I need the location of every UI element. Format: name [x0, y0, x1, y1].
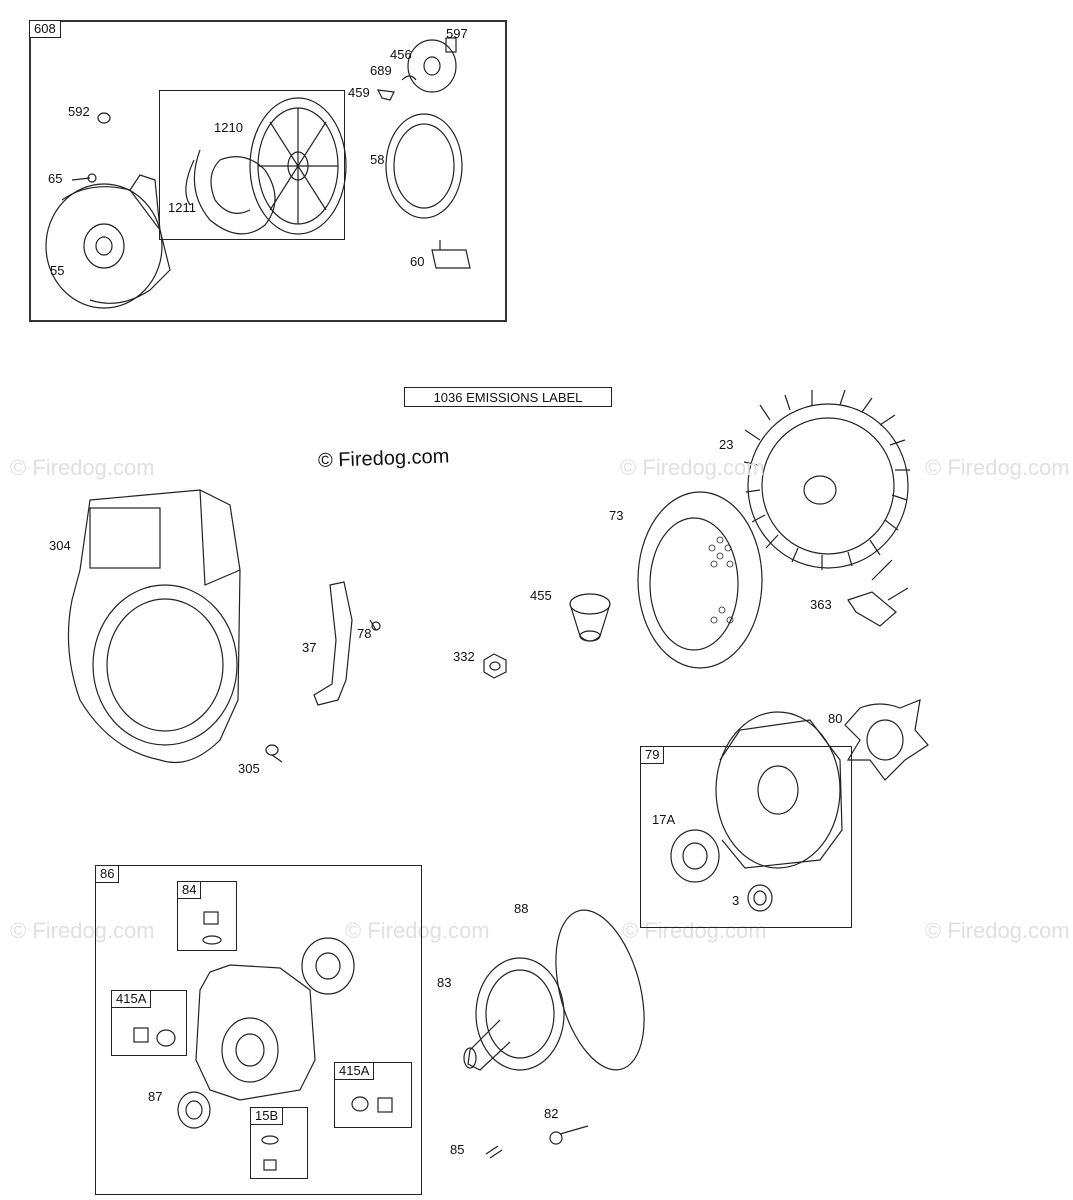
box-tag-608: 608	[29, 20, 61, 38]
callout-592: 592	[68, 104, 90, 119]
spring-part-1211	[185, 149, 276, 235]
baffle-part-37	[313, 581, 353, 706]
box-tag-415a-right: 415A	[334, 1062, 375, 1080]
dipstick-part-15b	[261, 1135, 279, 1171]
callout-456: 456	[390, 47, 412, 62]
screw-part-82	[549, 1125, 589, 1145]
handle-part-60	[431, 240, 471, 269]
watermark-bottom-center: © Firedog.com	[345, 918, 490, 943]
callout-459: 459	[348, 85, 370, 100]
screw-part-78	[369, 619, 381, 631]
callout-3: 3	[732, 893, 740, 908]
emissions-label: 1036 EMISSIONS LABEL	[404, 387, 612, 407]
bearing-part-17a	[670, 829, 720, 883]
callout-55: 55	[50, 263, 65, 278]
sump-part-86	[195, 964, 316, 1101]
key-part-85	[485, 1145, 503, 1159]
ring-part-58	[385, 113, 463, 219]
box-tag-79: 79	[640, 746, 665, 764]
screw-part-65	[71, 173, 97, 183]
callout-689: 689	[370, 63, 392, 78]
plug-part-415a-left	[133, 1027, 176, 1047]
watermark-left: © Firedog.com	[10, 455, 155, 480]
callout-304: 304	[49, 538, 71, 553]
watermark-bottom-left: © Firedog.com	[10, 918, 155, 943]
crankshaft-part-83	[463, 957, 565, 1071]
oring-part-88	[555, 909, 645, 1071]
box-tag-415a-left: 415A	[111, 990, 152, 1008]
callout-80: 80	[828, 711, 843, 726]
box-tag-86: 86	[95, 865, 120, 883]
starter-cup-part-455	[569, 593, 611, 642]
blower-housing-part-55	[45, 174, 171, 309]
armature-part-363	[847, 559, 909, 627]
callout-60: 60	[410, 254, 425, 269]
callout-88: 88	[514, 901, 529, 916]
screw-part-597	[445, 37, 457, 53]
box-tag-15b: 15B	[250, 1107, 284, 1125]
seal-part-3	[747, 884, 773, 912]
nut-part-592	[97, 112, 111, 124]
callout-455: 455	[530, 588, 552, 603]
assembly-frame-1210-1211	[159, 90, 345, 240]
callout-83: 83	[437, 975, 452, 990]
flywheel-part-23	[743, 389, 910, 570]
callout-1210: 1210	[214, 120, 243, 135]
bearing-sump-part	[301, 937, 355, 995]
callout-58: 58	[370, 152, 385, 167]
copyright-text: © Firedog.com	[317, 445, 450, 472]
assembly-frame-608	[29, 20, 507, 322]
blower-housing-part-304	[67, 489, 241, 764]
clip-part-689	[401, 75, 417, 81]
screw-part-305	[265, 744, 283, 763]
callout-1211: 1211	[168, 200, 196, 215]
seal-part-87	[177, 1091, 211, 1129]
screen-part-73	[637, 491, 763, 669]
plug-part-415a-right	[351, 1096, 393, 1113]
callout-23: 23	[719, 437, 734, 452]
callout-87: 87	[148, 1089, 163, 1104]
callout-37: 37	[302, 640, 317, 655]
pulley-part-1210	[249, 97, 347, 235]
callout-597: 597	[446, 26, 468, 41]
watermark-right: © Firedog.com	[925, 455, 1070, 480]
watermark-bottom-right: © Firedog.com	[925, 918, 1070, 943]
assembly-frame-84	[177, 881, 237, 951]
nut-part-332	[483, 653, 507, 679]
pawl-plate-part-456	[407, 39, 457, 93]
gasket-part-80	[844, 699, 929, 781]
callout-78: 78	[357, 626, 372, 641]
callout-65: 65	[48, 171, 63, 186]
callout-363: 363	[810, 597, 832, 612]
callout-82: 82	[544, 1106, 559, 1121]
pawl-part-459	[376, 89, 395, 101]
callout-17a: 17A	[652, 812, 676, 827]
watermark-center: © Firedog.com	[620, 455, 765, 480]
callout-332: 332	[453, 649, 475, 664]
assembly-frame-79	[640, 746, 852, 928]
crankcase-cover-part-79	[715, 711, 843, 869]
assembly-frame-86	[95, 865, 422, 1195]
watermark-bottom-mid: © Firedog.com	[622, 918, 767, 943]
plug-part-84	[202, 911, 222, 945]
callout-305: 305	[238, 761, 260, 776]
box-tag-84: 84	[177, 881, 202, 899]
callout-73: 73	[609, 508, 624, 523]
callout-85: 85	[450, 1142, 465, 1157]
